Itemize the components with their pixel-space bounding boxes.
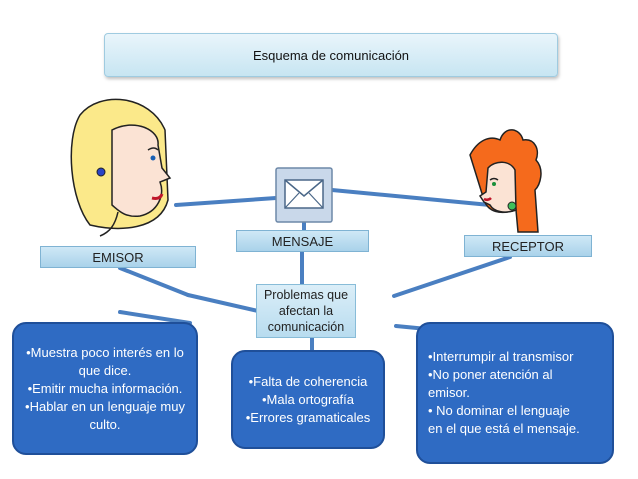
connector-emisor-funnel-a (118, 266, 190, 297)
receptor-problems-box: •Interrumpir al transmisor •No poner ate… (416, 322, 614, 464)
problems-box: Problemas que afectan la comunicación (256, 284, 356, 338)
envelope-icon (275, 167, 333, 223)
mensaje-label: MENSAJE (236, 230, 369, 252)
diagram-title: Esquema de comunicación (104, 33, 558, 77)
connector-emisor-funnel-b (186, 293, 260, 313)
emisor-problems-box: •Muestra poco interés en lo que dice. •E… (12, 322, 198, 455)
connector-receptor-funnel (392, 255, 512, 298)
connector-emisor-mensaje (174, 196, 278, 207)
emisor-face-icon (70, 98, 172, 237)
receptor-face-icon (469, 129, 542, 233)
receptor-problem-item: • No dominar el lenguaje (428, 403, 570, 418)
connector-mensaje-receptor (330, 188, 492, 207)
emisor-problem-item: •Muestra poco interés en lo que dice. (26, 344, 184, 378)
receptor-problem-item: emisor. (428, 385, 470, 400)
mensaje-problem-item: •Falta de coherencia (248, 373, 368, 389)
mensaje-problem-item: •Mala ortografía (262, 391, 354, 407)
emisor-problem-item: •Hablar en un lenguaje muy culto. (25, 398, 185, 432)
emisor-problem-item: •Emitir mucha información. (27, 380, 183, 396)
emisor-label: EMISOR (40, 246, 196, 268)
connector-emisor-box (118, 310, 192, 325)
receptor-problem-item: •No poner atención al (428, 367, 553, 382)
receptor-label: RECEPTOR (464, 235, 592, 257)
receptor-problem-item: en el que está el mensaje. (428, 421, 580, 436)
mensaje-problems-box: •Falta de coherencia •Mala ortografía •E… (231, 350, 385, 449)
receptor-problem-item: •Interrumpir al transmisor (428, 349, 574, 364)
mensaje-problem-item: •Errores gramaticales (245, 409, 371, 425)
